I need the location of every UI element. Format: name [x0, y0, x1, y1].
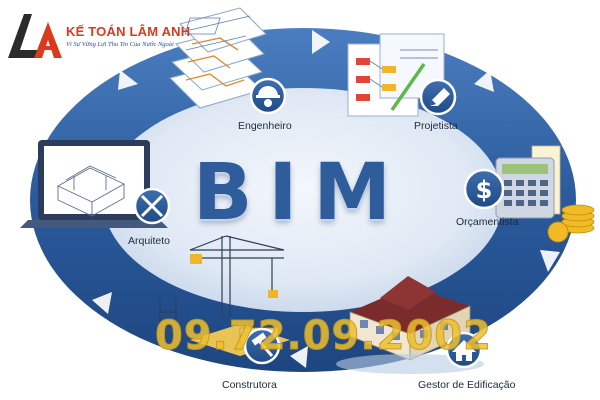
- label-arquiteto: Arquiteto: [128, 235, 171, 247]
- center-title: BIM: [192, 148, 408, 238]
- calculator-and-coins: [495, 145, 595, 243]
- svg-text:$: $: [476, 176, 493, 204]
- pencil-icon: [419, 78, 457, 116]
- label-engenheiro: Engenheiro: [238, 120, 292, 132]
- hammer-icon: [243, 327, 281, 365]
- dollar-icon: $: [463, 168, 505, 210]
- blueprint-sheets: [169, 7, 267, 109]
- ring-chevrons: [92, 30, 560, 368]
- managed-building: [336, 276, 484, 374]
- logo-tagline: Vì Sự Vững Lợi Thu Tin Của Nước Ngoài: [66, 41, 174, 48]
- logo-mark: [8, 14, 62, 58]
- label-orcamentista: Orçamentista: [456, 216, 519, 228]
- house-icon: [445, 331, 483, 369]
- ruler-pencil-icon: [133, 187, 171, 225]
- inner-ellipse: [103, 88, 503, 312]
- logo-title: KẾ TOÁN LÂM ANH: [66, 24, 191, 39]
- construction-crane: [159, 235, 285, 340]
- label-gestor: Gestor de Edificação: [418, 379, 516, 391]
- laptop-drawing: [20, 140, 168, 228]
- engineer-icon: [249, 77, 287, 115]
- logo: KẾ TOÁN LÂM ANH Vì Sự Vững Lợi Thu Tin C…: [6, 14, 190, 58]
- label-construtora: Construtora: [222, 379, 277, 391]
- crane-counterweight: [190, 254, 202, 264]
- crane-load: [268, 290, 278, 298]
- label-projetista: Projetista: [414, 120, 458, 132]
- logo-text: KẾ TOÁN LÂM ANH Vì Sự Vững Lợi Thu Tin C…: [66, 24, 190, 48]
- watermark-number: 09.72.09.2002: [155, 313, 492, 360]
- logo-mark-space: [6, 14, 64, 58]
- project-documents: [347, 33, 445, 117]
